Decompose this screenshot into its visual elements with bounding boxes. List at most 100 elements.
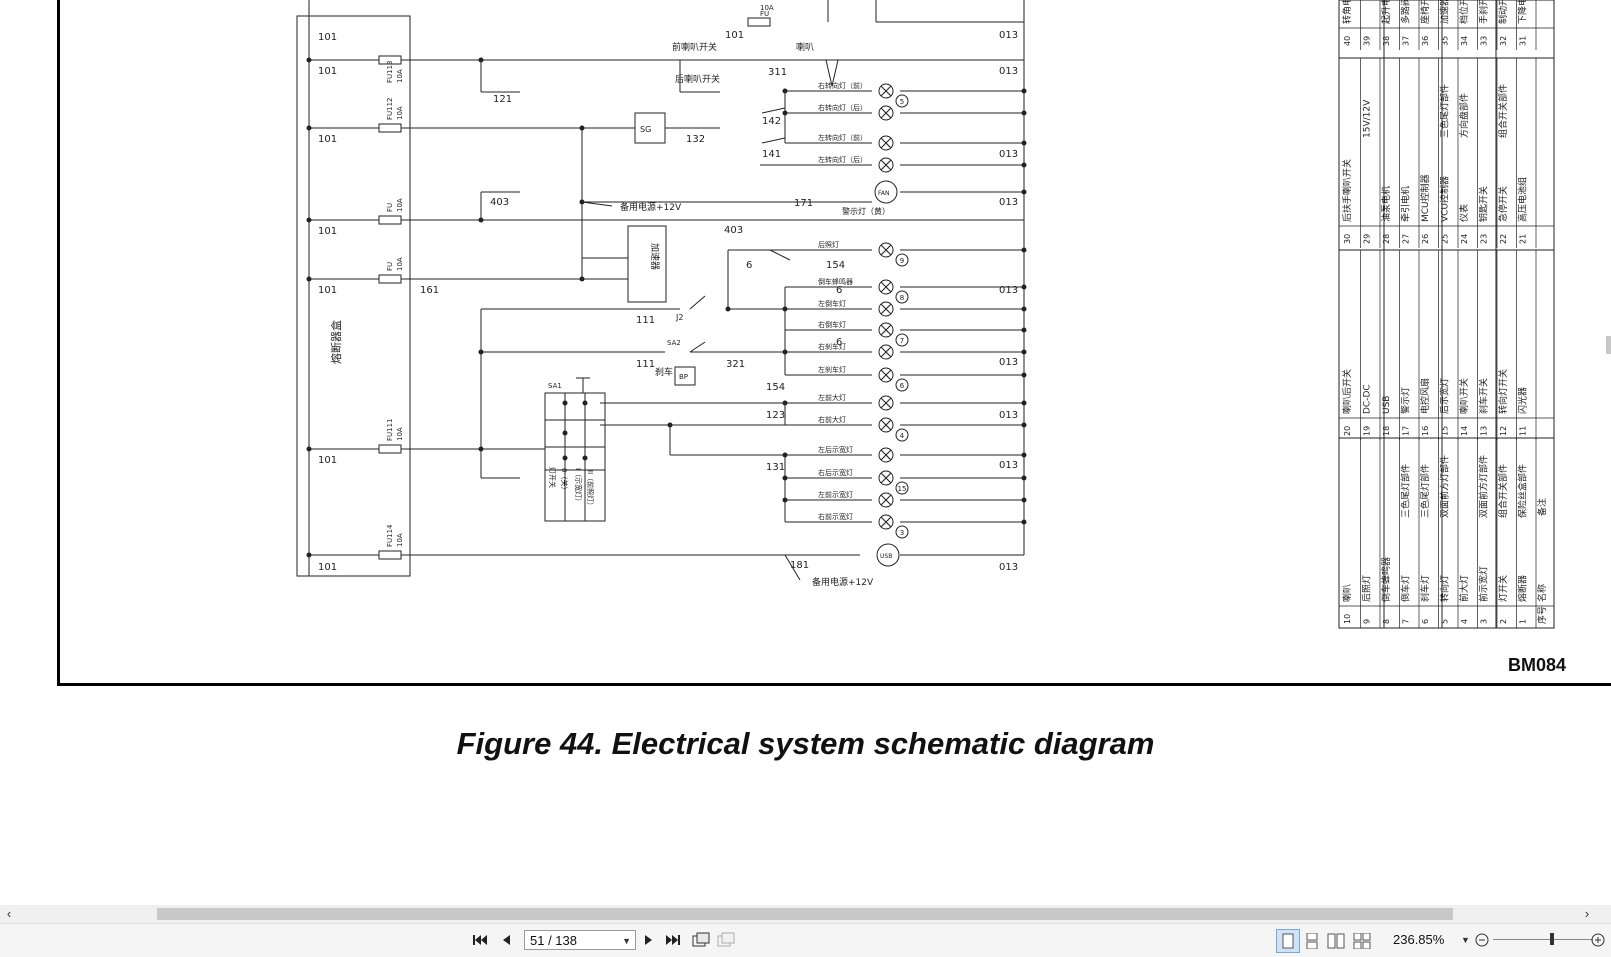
svg-text:37: 37 <box>1402 36 1411 46</box>
last-page-icon[interactable] <box>662 929 684 951</box>
horizontal-scroll-thumb[interactable] <box>157 908 1453 920</box>
svg-text:23: 23 <box>1480 234 1489 244</box>
svg-text:名称: 名称 <box>1536 584 1548 602</box>
vertical-scroll-marker[interactable] <box>1606 336 1611 354</box>
svg-text:29: 29 <box>1363 234 1372 244</box>
svg-text:双面前方灯部件: 双面前方灯部件 <box>1478 455 1490 518</box>
fuse-label-4: FU <box>386 262 394 271</box>
zoom-out-icon[interactable] <box>1471 929 1493 951</box>
svg-text:3: 3 <box>1480 619 1489 624</box>
wire-label-101-b: 101 <box>318 66 337 77</box>
fuse-rating-6: 10A <box>396 533 404 547</box>
fuse-label-3: FU <box>386 203 394 212</box>
lamp-label-4: 左转向灯（后） <box>818 155 867 164</box>
svg-text:18: 18 <box>1382 426 1391 436</box>
svg-text:11: 11 <box>1519 426 1528 436</box>
prev-page-icon[interactable] <box>495 929 517 951</box>
svg-text:33: 33 <box>1480 36 1489 46</box>
svg-text:30: 30 <box>1343 234 1352 244</box>
svg-text:6: 6 <box>1421 619 1430 624</box>
svg-text:转向灯开关: 转向灯开关 <box>1497 369 1509 414</box>
zoom-in-icon[interactable] <box>1587 929 1609 951</box>
svg-text:9: 9 <box>1363 619 1372 624</box>
wire-label-13: 154 <box>826 260 845 271</box>
svg-text:20: 20 <box>1343 426 1352 436</box>
svg-text:组合开关部件: 组合开关部件 <box>1497 464 1509 518</box>
svg-text:28: 28 <box>1382 234 1391 244</box>
svg-text:26: 26 <box>1421 234 1430 244</box>
svg-text:保险丝盒部件: 保险丝盒部件 <box>1517 464 1529 518</box>
svg-text:7: 7 <box>1402 619 1411 624</box>
fuse-rating-1: 10A <box>396 69 404 83</box>
fuse-label-1: FU113 <box>386 60 394 83</box>
first-page-icon[interactable] <box>469 929 491 951</box>
continuous-view-icon[interactable] <box>1300 929 1324 953</box>
svg-text:起升电: 起升电 <box>1380 0 1392 24</box>
wire-label-12: 321 <box>726 359 745 370</box>
zoom-level[interactable]: 236.85% <box>1393 932 1445 947</box>
scroll-left-icon[interactable]: ‹ <box>6 906 12 921</box>
zoom-slider[interactable] <box>1493 939 1593 940</box>
svg-text:方向盘部件: 方向盘部件 <box>1458 93 1470 138</box>
svg-text:7: 7 <box>900 337 904 345</box>
svg-text:三色尾灯部件: 三色尾灯部件 <box>1419 464 1431 518</box>
lamp-label-14: 右后示宽灯 <box>818 468 853 477</box>
wire-label-3: 142 <box>762 116 781 127</box>
fuse-label-5: FU111 <box>386 418 394 441</box>
lamp-callout-1: 5 <box>895 94 909 108</box>
svg-text:39: 39 <box>1363 36 1372 46</box>
zoom-dropdown-icon[interactable]: ▼ <box>1461 935 1470 945</box>
svg-text:31: 31 <box>1519 36 1528 46</box>
right-wire-label-9: 013 <box>999 562 1018 573</box>
two-page-view-icon[interactable] <box>1324 929 1348 953</box>
next-page-icon[interactable] <box>638 929 660 951</box>
two-page-continuous-icon[interactable] <box>1350 929 1374 953</box>
svg-text:后扶手喇叭开关: 后扶手喇叭开关 <box>1341 159 1353 222</box>
svg-text:3: 3 <box>900 529 904 537</box>
fuse-box-outline <box>296 15 411 577</box>
fuse-label-2: FU112 <box>386 97 394 120</box>
lamp-callout-8: 7 <box>895 333 909 347</box>
svg-text:钥匙开关: 钥匙开关 <box>1478 186 1490 222</box>
svg-text:34: 34 <box>1460 36 1469 46</box>
wire-label-101-g: 101 <box>318 562 337 573</box>
zoom-slider-thumb[interactable] <box>1550 933 1554 945</box>
svg-text:32: 32 <box>1499 36 1508 46</box>
copy-page-icon[interactable] <box>715 929 737 951</box>
accelerator-label: 加速器 <box>649 243 660 270</box>
lamp-callout-5: 9 <box>895 253 909 267</box>
horizontal-scrollbar[interactable]: ‹ › <box>0 905 1611 923</box>
svg-text:闪光器: 闪光器 <box>1517 387 1529 414</box>
svg-text:38: 38 <box>1382 36 1391 46</box>
svg-text:14: 14 <box>1460 426 1469 436</box>
svg-text:4: 4 <box>1460 619 1469 624</box>
lamp-3: 左转向灯（前） <box>818 133 894 151</box>
svg-text:喇叭开关: 喇叭开关 <box>1458 378 1470 414</box>
export-page-icon[interactable] <box>690 929 712 951</box>
scroll-right-icon[interactable]: › <box>1584 906 1590 921</box>
wire-label-101-d: 101 <box>318 226 337 237</box>
chevron-down-icon[interactable]: ▼ <box>622 936 631 946</box>
page-number-input[interactable]: 51 / 138 ▼ <box>524 930 636 950</box>
bom-row-38: 38 起升电 <box>1380 0 1400 50</box>
lamp-11: 左前大灯 <box>818 393 894 411</box>
right-wire-label-1: 013 <box>999 30 1018 41</box>
svg-text:转角电: 转角电 <box>1341 0 1353 24</box>
drawing-code: BM084 <box>1508 655 1567 675</box>
svg-text:17: 17 <box>1402 426 1411 436</box>
single-page-view-icon[interactable] <box>1276 929 1300 953</box>
switch-sa2-label: SA2 <box>667 339 681 347</box>
fuse-rating-5: 10A <box>396 427 404 441</box>
